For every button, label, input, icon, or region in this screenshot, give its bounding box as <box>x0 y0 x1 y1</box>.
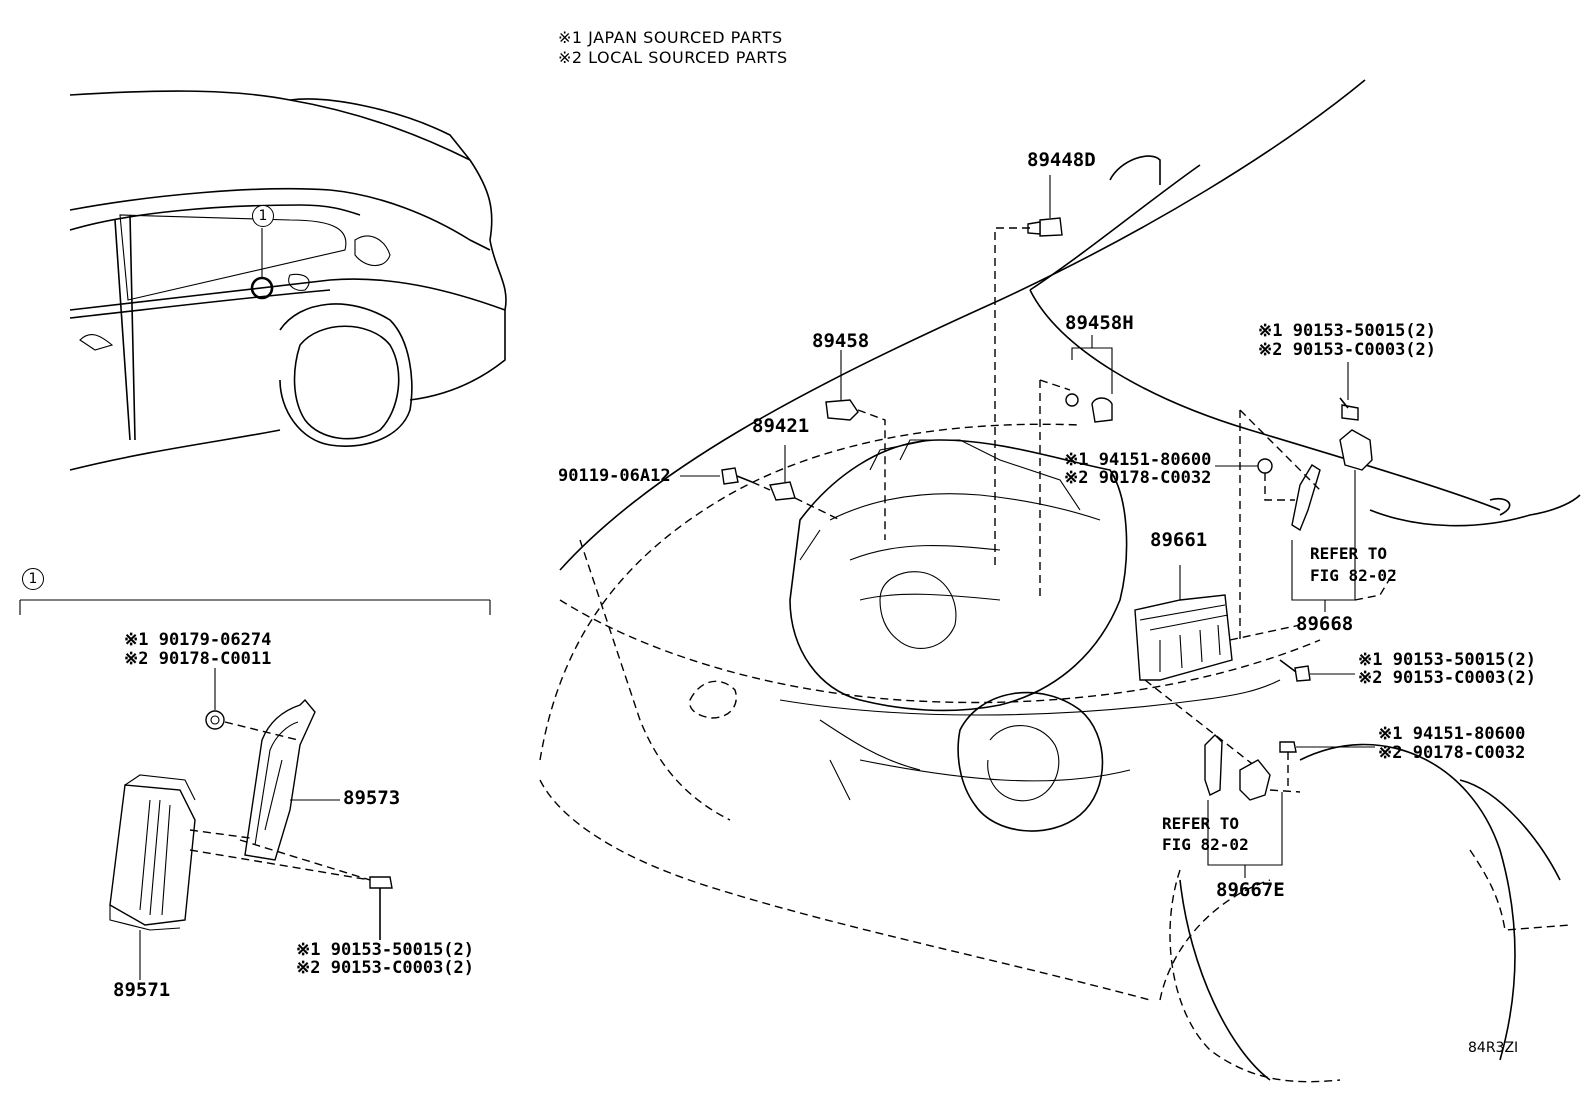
part-label-90119-06A12[interactable]: 90119-06A12 <box>558 466 671 486</box>
car-front-illustration <box>539 79 1581 1083</box>
legend-note-japan: ※1 JAPAN SOURCED PARTS <box>558 28 783 47</box>
inset-label-90153-C0003[interactable]: ※2 90153-C0003(2) <box>296 958 475 978</box>
inset-frame <box>19 599 491 615</box>
inset-label-90153-50015[interactable]: ※1 90153-50015(2) <box>296 940 475 960</box>
refer-fig-label-upper[interactable]: FIG 82-02 <box>1310 566 1397 585</box>
part-label-90153-C0003-upper[interactable]: ※2 90153-C0003(2) <box>1258 340 1437 360</box>
part-label-90153-50015-upper[interactable]: ※1 90153-50015(2) <box>1258 321 1437 341</box>
figure-code: 84R3ZI <box>1468 1040 1519 1056</box>
part-label-89421[interactable]: 89421 <box>752 415 810 437</box>
part-label-89448D[interactable]: 89448D <box>1027 149 1096 171</box>
inset-label-89573[interactable]: 89573 <box>343 787 401 809</box>
part-label-89667E[interactable]: 89667E <box>1216 879 1285 901</box>
inset-label-89571[interactable]: 89571 <box>113 979 171 1001</box>
part-label-89458[interactable]: 89458 <box>812 330 870 352</box>
part-label-90153-50015-right[interactable]: ※1 90153-50015(2) <box>1358 650 1537 670</box>
legend-note-local: ※2 LOCAL SOURCED PARTS <box>558 48 788 67</box>
inset-label-90178-C0011[interactable]: ※2 90178-C0011 <box>124 649 272 669</box>
part-label-89661[interactable]: 89661 <box>1150 529 1208 551</box>
callout-1-car: 1 <box>252 205 274 227</box>
inset-parts <box>109 668 393 980</box>
refer-fig-label-lower[interactable]: FIG 82-02 <box>1162 835 1249 854</box>
refer-to-label-lower[interactable]: REFER TO <box>1162 814 1240 833</box>
part-label-90178-C0032-upper[interactable]: ※2 90178-C0032 <box>1064 468 1212 488</box>
part-label-94151-80600-upper[interactable]: ※1 94151-80600 <box>1064 450 1212 470</box>
callout-1-inset: 1 <box>22 568 44 590</box>
inset-label-90179-06274[interactable]: ※1 90179-06274 <box>124 630 272 650</box>
engine-parts <box>680 175 1396 878</box>
refer-to-label-upper[interactable]: REFER TO <box>1310 544 1388 563</box>
car-rear-illustration <box>69 90 507 471</box>
part-label-90153-C0003-right[interactable]: ※2 90153-C0003(2) <box>1358 668 1537 688</box>
part-label-90178-C0032-lower[interactable]: ※2 90178-C0032 <box>1378 743 1526 763</box>
part-label-94151-80600-lower[interactable]: ※1 94151-80600 <box>1378 724 1526 744</box>
part-label-89458H[interactable]: 89458H <box>1065 312 1134 334</box>
part-label-89668[interactable]: 89668 <box>1296 613 1354 635</box>
